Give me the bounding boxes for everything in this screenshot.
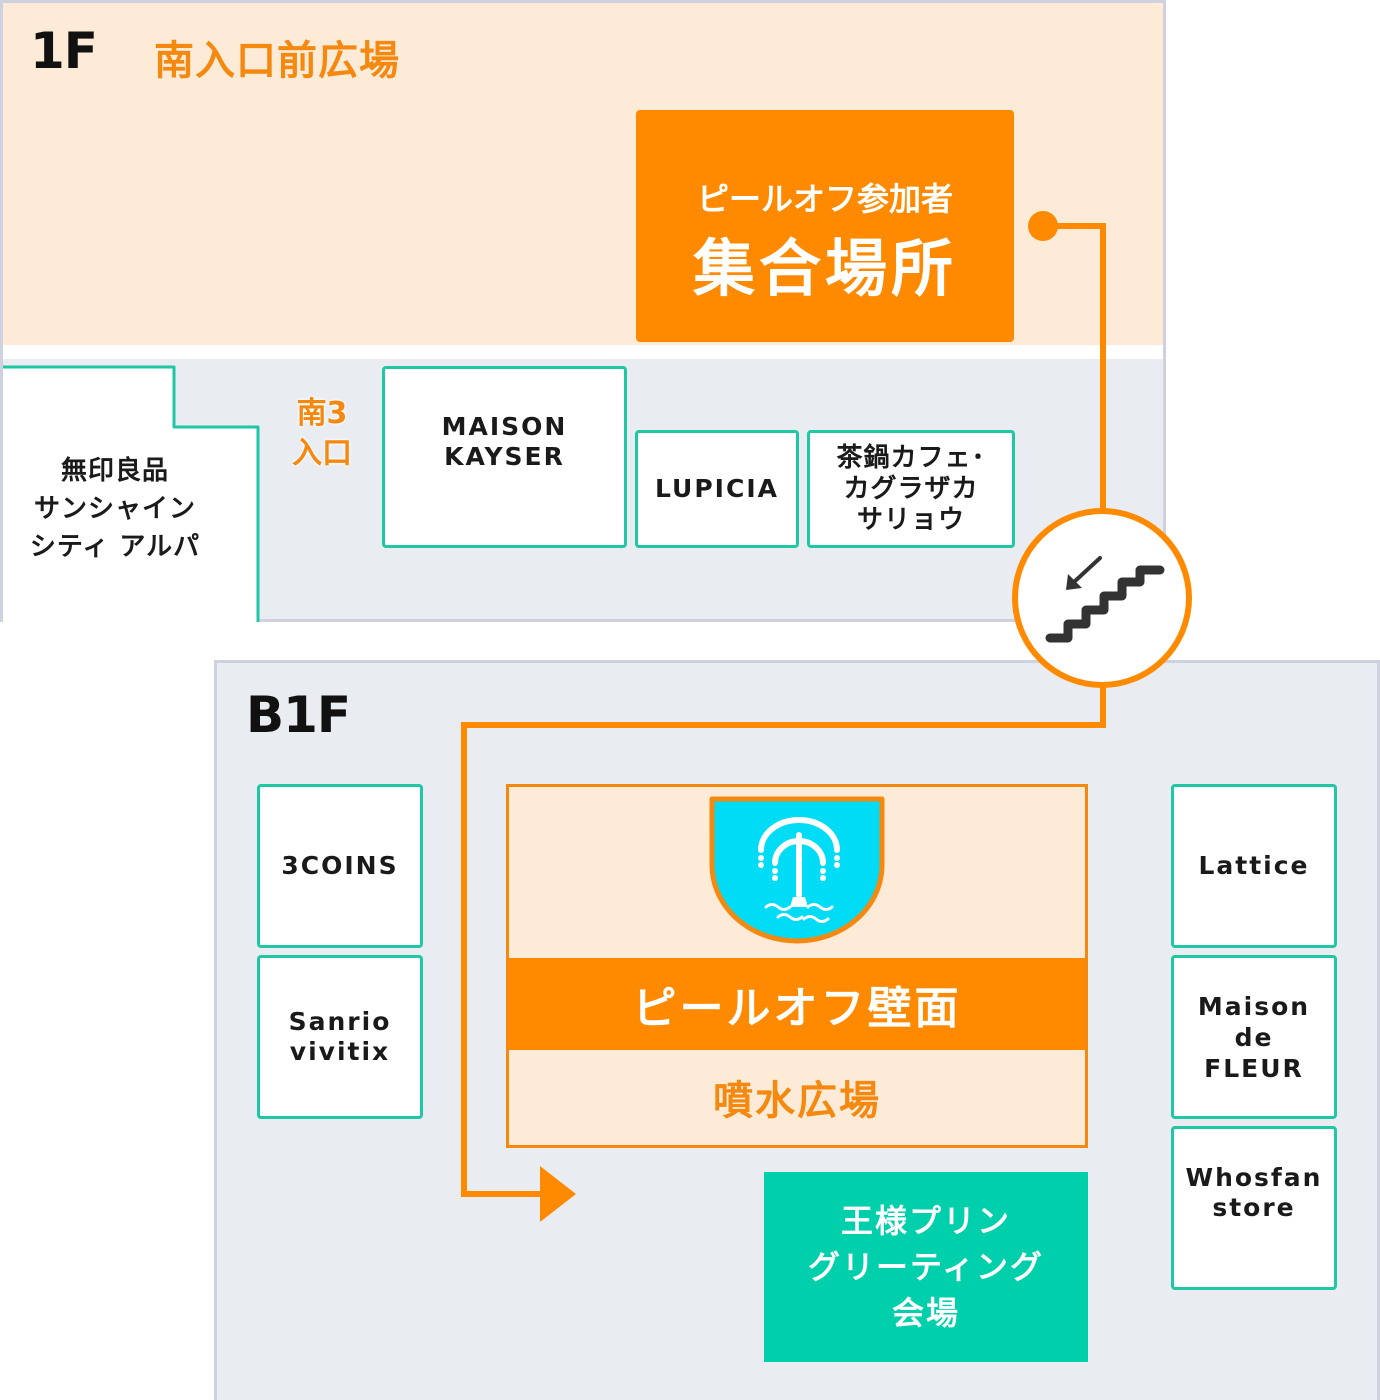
south-3-entrance-label: 南3 入口 <box>292 396 352 471</box>
floor-label-1f: 1F <box>30 22 98 80</box>
floor-label-b1f: B1F <box>246 686 351 744</box>
shop-name: MAISON KAYSER <box>441 412 568 471</box>
meeting-point-subtitle: ピールオフ参加者 <box>696 180 953 218</box>
greeting-venue[interactable]: 王様プリン グリーティング 会場 <box>764 1172 1088 1362</box>
shop-name: 3COINS <box>281 851 399 880</box>
shop-muji: 無印良品 サンシャイン シティ アルパ <box>29 456 201 562</box>
peel-off-wall: ピールオフ壁面 <box>509 958 1085 1050</box>
shop-muji-outline[interactable] <box>3 364 265 622</box>
meeting-point[interactable]: ピールオフ参加者 集合場所 <box>636 110 1014 342</box>
fountain-icon <box>709 796 885 944</box>
plaza-divider <box>3 345 1163 359</box>
meeting-point-title: 集合場所 <box>692 232 957 305</box>
shop-name: 茶鍋カフェ･ カグラザカ サリョウ <box>836 442 986 535</box>
shop-name: Lattice <box>1198 851 1310 880</box>
shop-whosfan-store[interactable]: Whosfan store <box>1171 1126 1337 1290</box>
shop-maison-kayser[interactable]: MAISON KAYSER <box>382 366 627 548</box>
shop-3coins[interactable]: 3COINS <box>257 784 423 948</box>
plaza-label-1f: 南入口前広場 <box>154 38 400 84</box>
shop-maison-de-fleur[interactable]: Maison de FLEUR <box>1171 955 1337 1119</box>
shop-chanabe-cafe[interactable]: 茶鍋カフェ･ カグラザカ サリョウ <box>807 430 1015 548</box>
fountain-plaza-label: 噴水広場 <box>713 1078 881 1124</box>
shop-lattice[interactable]: Lattice <box>1171 784 1337 948</box>
shop-name: LUPICIA <box>655 474 779 503</box>
shop-lupicia[interactable]: LUPICIA <box>635 430 799 548</box>
shop-name: Sanrio vivitix <box>288 1007 392 1066</box>
shop-name: Whosfan store <box>1185 1163 1323 1222</box>
shop-sanrio-vivitix[interactable]: Sanrio vivitix <box>257 955 423 1119</box>
shop-name: Maison de FLEUR <box>1197 991 1311 1083</box>
